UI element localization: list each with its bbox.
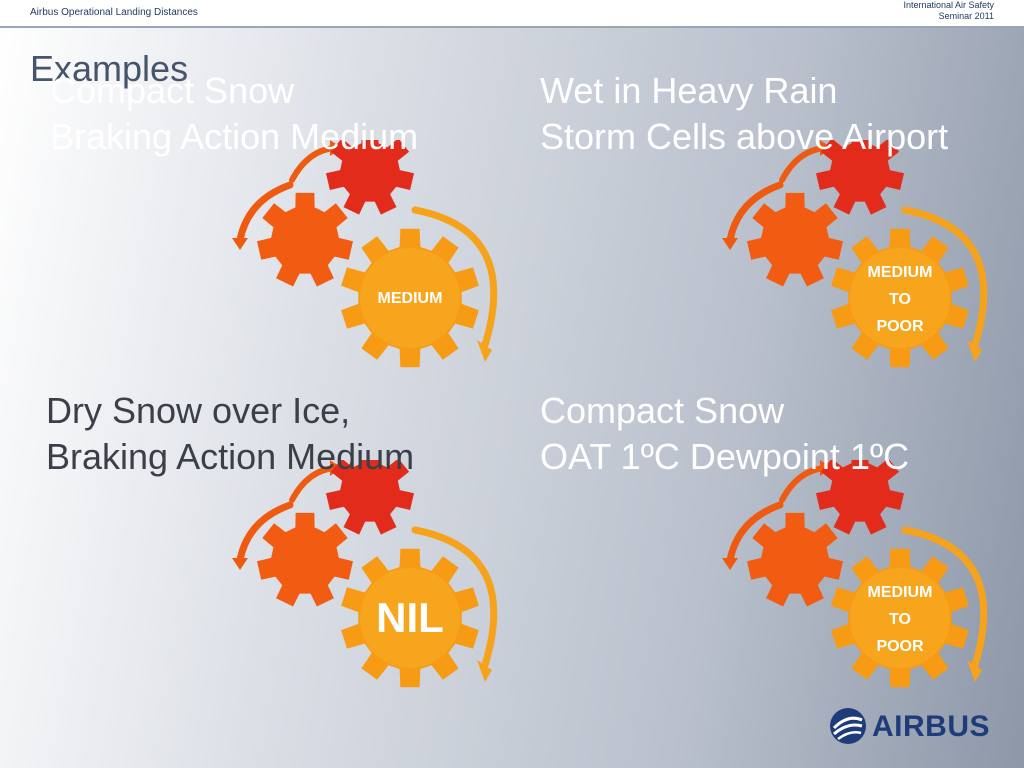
red-gear-icon [816, 140, 904, 215]
quadrant-3-line2: Braking Action Medium [46, 436, 415, 477]
amber-rotation-arrow-icon [901, 526, 988, 669]
header-event-line1: International Air Safety [903, 0, 994, 10]
orange-rotation-arrow-icon-head [722, 558, 738, 570]
quadrant-2-text: Wet in Heavy Rain Storm Cells above Airp… [540, 68, 1010, 160]
orange-rotation-arrow-icon-head [722, 238, 738, 250]
gear-label-line: POOR [876, 638, 924, 655]
orange-rotation-arrow-icon [236, 501, 294, 564]
amber-rotation-arrow-icon [901, 206, 988, 349]
amber-gear-hub [850, 248, 950, 348]
red-gear-icon [326, 460, 414, 535]
quadrant-3-text: Dry Snow over Ice, Braking Action Medium [46, 388, 516, 480]
amber-rotation-arrow-icon-head [967, 660, 982, 682]
gear-label-line: NIL [376, 594, 444, 641]
orange-rotation-arrow-icon-head [232, 558, 248, 570]
red-gear-icon [326, 140, 414, 215]
airbus-globe-icon [830, 708, 866, 744]
gear-label-line: MEDIUM [868, 584, 933, 601]
gear-group-1: MEDIUM [232, 140, 498, 368]
airbus-logo: AIRBUS [828, 706, 998, 748]
quadrant-1-text: Compact Snow Braking Action Medium [50, 68, 520, 160]
amber-rotation-arrow-icon-head [477, 660, 492, 682]
orange-rotation-arrow-icon-head [232, 238, 248, 250]
orange-rotation-arrow-icon [726, 501, 784, 564]
gear-label-line: TO [889, 611, 911, 628]
amber-rotation-arrow-icon [411, 526, 498, 669]
gear-label-line: POOR [876, 318, 924, 335]
airbus-logo-text: AIRBUS [872, 710, 991, 743]
red-gear-icon [816, 460, 904, 535]
gear-label-line: MEDIUM [868, 264, 933, 281]
gear-label-line: TO [889, 291, 911, 308]
quadrant-1-line2: Braking Action Medium [50, 116, 419, 157]
quadrant-1-line1: Compact Snow [50, 70, 295, 111]
gear-group-2: MEDIUM TO POOR [722, 140, 988, 368]
orange-gear-icon [257, 512, 353, 607]
slide-title: Examples [30, 48, 189, 89]
amber-rotation-arrow-icon [411, 206, 498, 349]
gear-label-line: MEDIUM [378, 290, 443, 307]
gear-group-4: MEDIUM TO POOR [722, 460, 988, 688]
amber-rotation-arrow-icon-head [477, 340, 492, 362]
orange-gear-icon [747, 192, 843, 287]
header-event: International Air Safety Seminar 2011 [903, 0, 994, 22]
header-event-line2: Seminar 2011 [938, 11, 994, 21]
slide-header: Airbus Operational Landing Distances Int… [0, 0, 1024, 28]
gear-group-3: NIL [232, 460, 498, 688]
header-title: Airbus Operational Landing Distances [30, 7, 198, 18]
quadrant-2-line2: Storm Cells above Airport [540, 116, 949, 157]
orange-rotation-arrow-icon [726, 181, 784, 244]
amber-gear-hub [360, 248, 460, 348]
orange-gear-icon [257, 192, 353, 287]
quadrant-2-line1: Wet in Heavy Rain [540, 70, 838, 111]
quadrant-4-text: Compact Snow OAT 1ºC Dewpoint 1ºC [540, 388, 1010, 480]
quadrant-4-line2: OAT 1ºC Dewpoint 1ºC [540, 436, 910, 477]
orange-rotation-arrow-icon [236, 181, 294, 244]
quadrant-3-line1: Dry Snow over Ice, [46, 390, 351, 431]
amber-gear-hub [850, 568, 950, 668]
amber-rotation-arrow-icon-head [967, 340, 982, 362]
orange-gear-icon [747, 512, 843, 607]
amber-gear-hub [360, 568, 460, 668]
quadrant-4-line1: Compact Snow [540, 390, 785, 431]
